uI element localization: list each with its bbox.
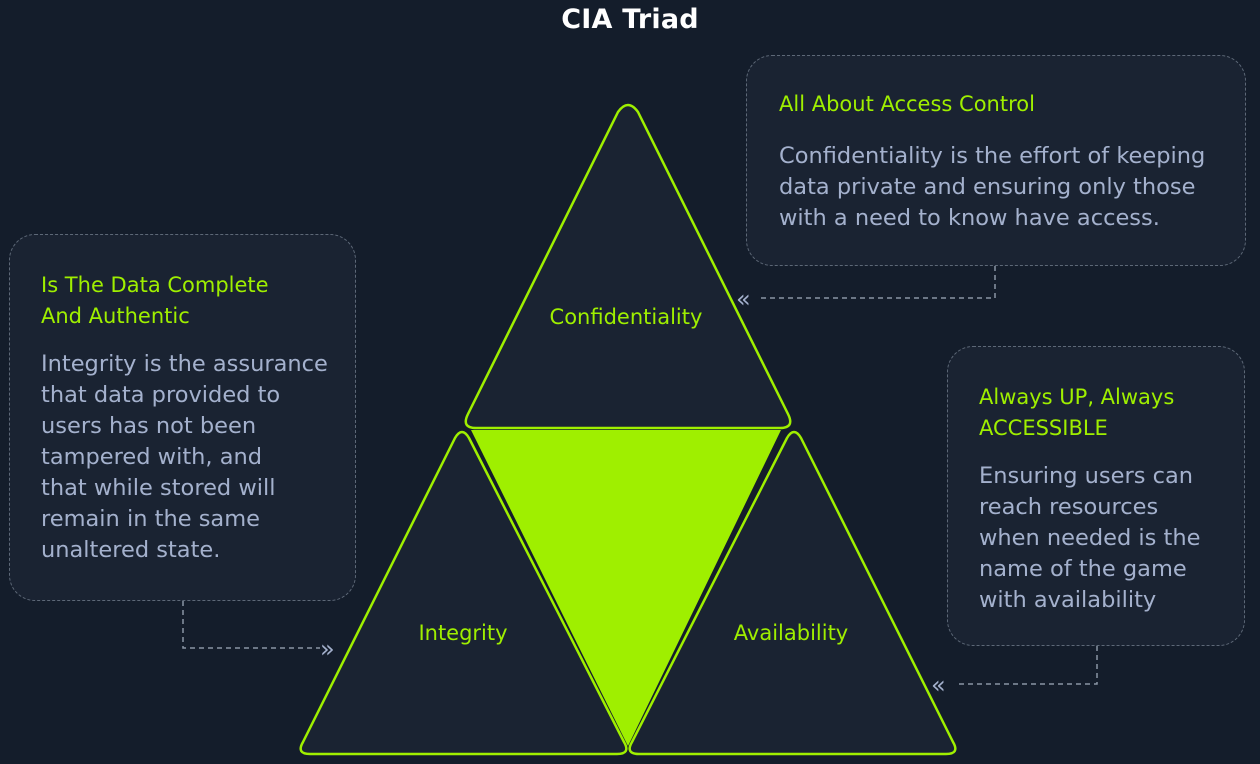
confidentiality-card: All About Access Control Confidentiality… bbox=[746, 55, 1246, 266]
double-chevron-icon: « bbox=[931, 671, 946, 699]
availability-card: Always UP, Always ACCESSIBLE Ensuring us… bbox=[947, 346, 1245, 646]
integrity-label: Integrity bbox=[418, 621, 507, 645]
center-inverted-segment bbox=[471, 430, 781, 746]
integrity-card-heading: Is The Data Complete And Authentic bbox=[41, 273, 269, 328]
availability-card-body: Ensuring users can reach resources when … bbox=[979, 463, 1201, 613]
integrity-connector bbox=[182, 601, 320, 649]
double-chevron-icon: » bbox=[320, 635, 335, 663]
diagram-title: CIA Triad bbox=[561, 4, 699, 35]
integrity-segment bbox=[299, 430, 628, 756]
confidentiality-card-body: Confidentiality is the effort of keeping… bbox=[779, 143, 1206, 231]
availability-label: Availability bbox=[734, 621, 848, 645]
integrity-card-body: Integrity is the assurance that data pro… bbox=[41, 351, 328, 563]
confidentiality-connector bbox=[760, 266, 996, 299]
confidentiality-card-heading: All About Access Control bbox=[779, 92, 1035, 116]
confidentiality-segment bbox=[464, 103, 792, 430]
availability-connector bbox=[955, 646, 1098, 685]
availability-segment bbox=[628, 430, 957, 756]
double-chevron-icon: « bbox=[736, 285, 751, 313]
availability-card-heading: Always UP, Always ACCESSIBLE bbox=[979, 385, 1175, 440]
confidentiality-label: Confidentiality bbox=[550, 305, 703, 329]
integrity-card: Is The Data Complete And Authentic Integ… bbox=[9, 234, 356, 601]
